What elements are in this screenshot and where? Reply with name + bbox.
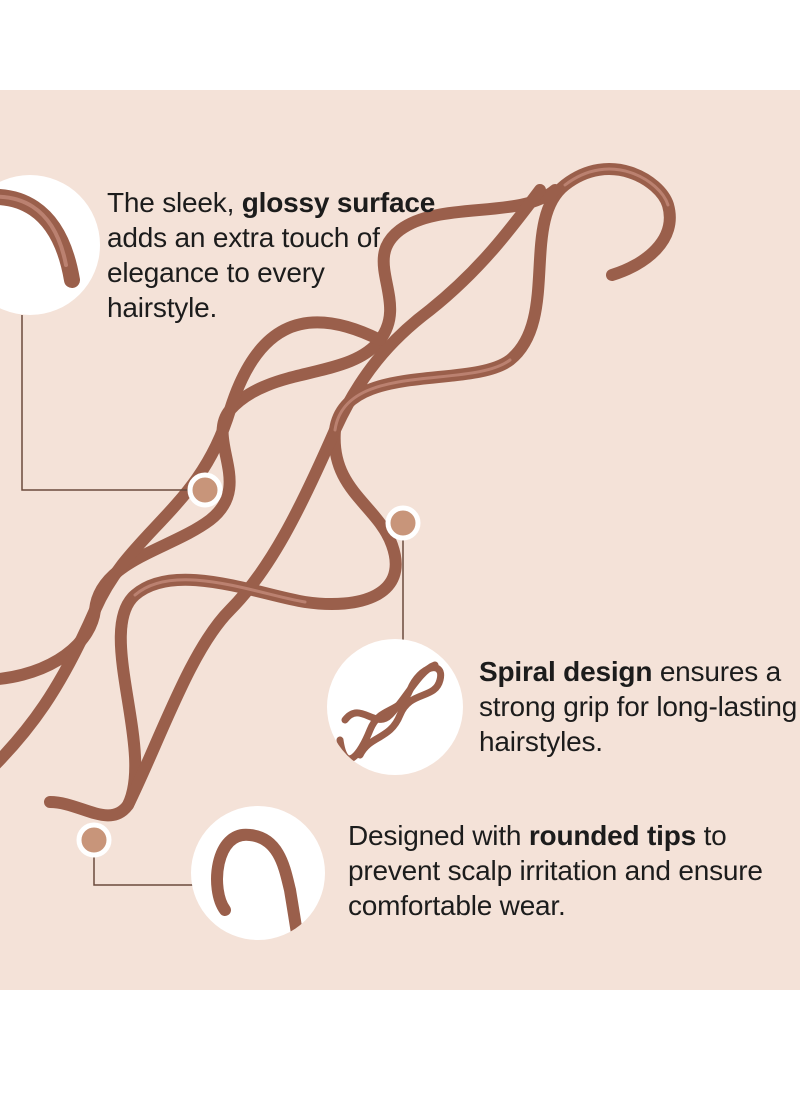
glossy-surface-caption: The sleek, glossy surface adds an extra … — [107, 185, 437, 325]
callout-dots — [76, 472, 421, 858]
leader-lines — [21, 315, 404, 886]
caption-text: to prevent scalp irritation and ensure c… — [348, 820, 763, 921]
caption-text: ensures a strong grip for long-lasting h… — [479, 656, 798, 757]
callout-dot — [385, 505, 421, 541]
rounded-tips-caption: Designed with rounded tips to prevent sc… — [348, 818, 788, 923]
product-feature-panel: The sleek, glossy surface adds an extra … — [0, 90, 800, 990]
callout-dot — [76, 822, 112, 858]
caption-bold: rounded tips — [528, 820, 697, 851]
caption-text: adds an extra touch of elegance to every… — [107, 222, 380, 323]
caption-bold: Spiral design — [479, 656, 653, 687]
spiral-pin — [0, 163, 676, 822]
spiral-pin-illustration — [0, 163, 676, 940]
spiral-design-caption: Spiral design ensures a strong grip for … — [479, 654, 799, 759]
callout-dot — [187, 472, 223, 508]
zoom-circle-spiral — [327, 639, 463, 775]
caption-text: Designed with — [348, 820, 529, 851]
caption-text: The sleek, — [107, 187, 242, 218]
zoom-circle-glossy — [0, 175, 100, 315]
zoom-circle-tip — [191, 806, 325, 940]
caption-bold: glossy surface — [241, 187, 436, 218]
